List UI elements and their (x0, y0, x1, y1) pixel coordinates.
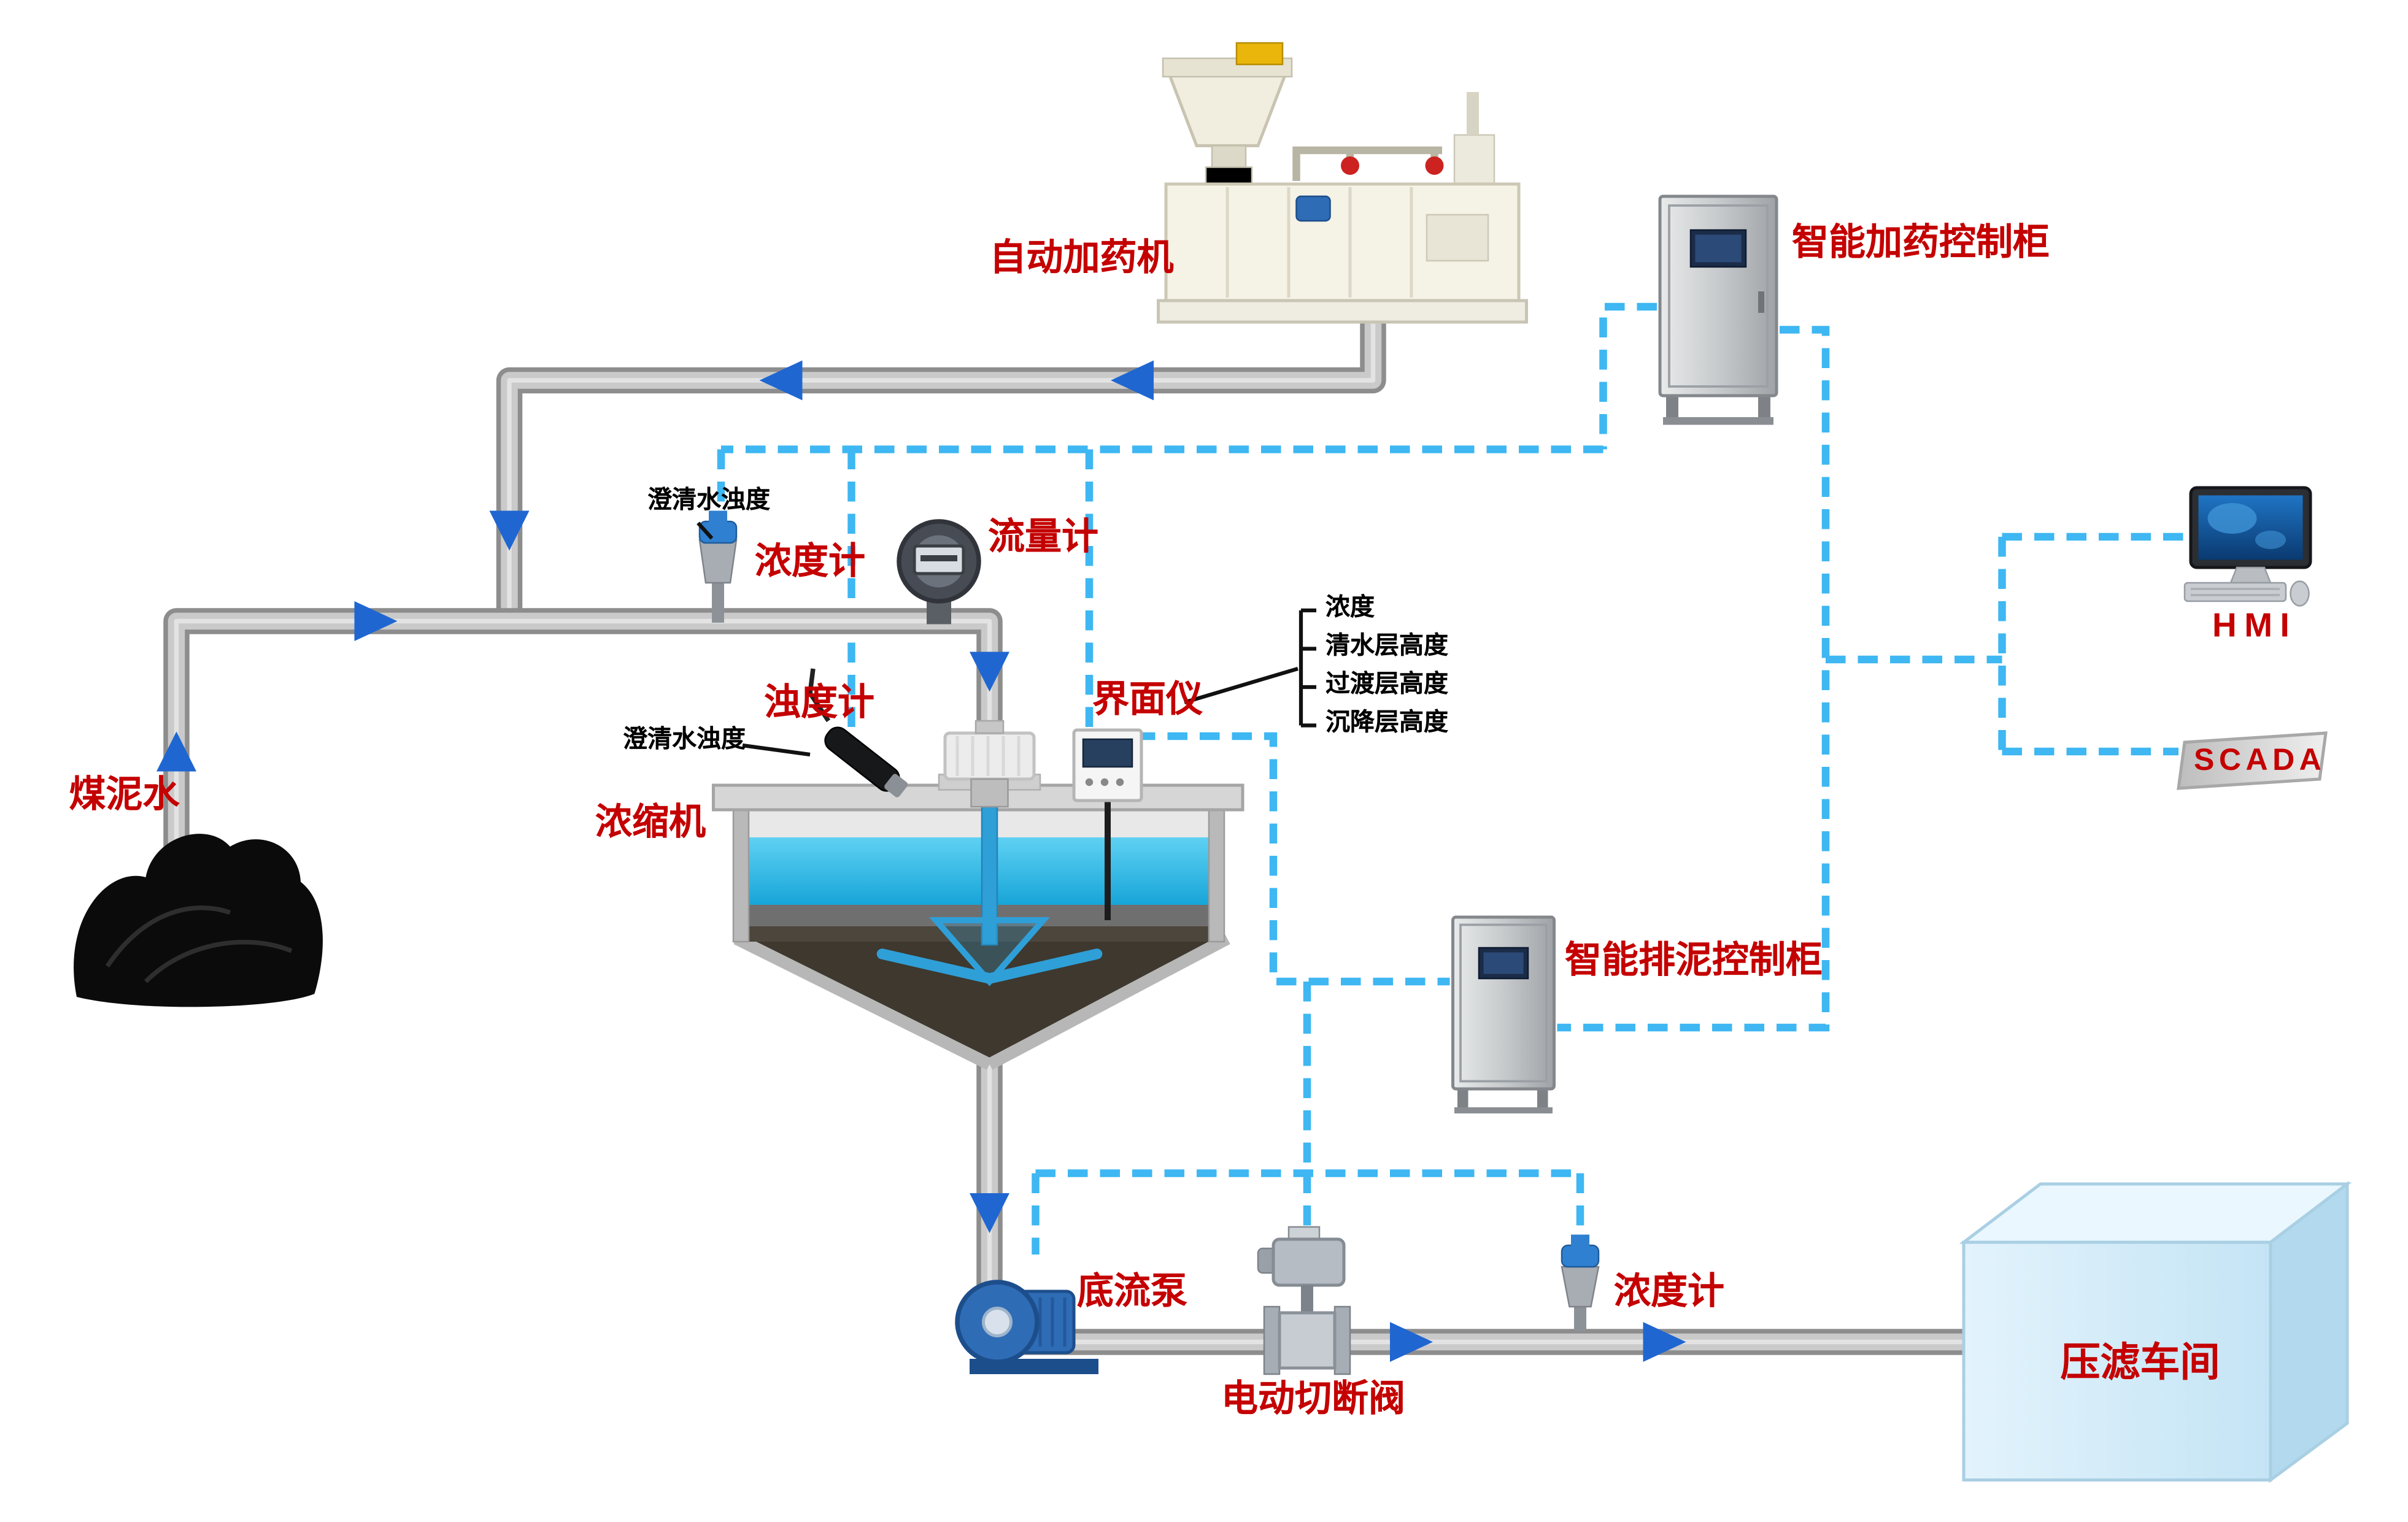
interface-meter-device (1072, 728, 1143, 920)
thickener-rake-arms (876, 948, 1103, 984)
hmi-mouse (2290, 580, 2310, 607)
flow-arrow-right-2 (1390, 1322, 1433, 1362)
label-thickener: 浓缩机 (595, 802, 706, 844)
label-interface-param-density: 浓度 (1326, 595, 1375, 621)
interface-bracket (1299, 608, 1316, 728)
signal-interface-to-sludge-cabinet (1135, 732, 1450, 986)
flow-arrows (156, 360, 1686, 1362)
leader-clarified-mid (742, 743, 811, 757)
leader-clarified-top (697, 521, 714, 540)
label-clarified-turbidity-mid: 澄清水浊度 (623, 727, 746, 753)
underflow-pump-illustration (955, 1280, 1098, 1374)
turbidity-meter-device (808, 668, 908, 798)
flow-arrow-left-1 (1111, 360, 1154, 401)
hmi-keyboard (2183, 582, 2287, 602)
label-dosing-cabinet: 智能加药控制柜 (1792, 222, 2050, 264)
thickener-impeller (928, 917, 1051, 986)
flow-arrow-down-1 (489, 510, 530, 551)
label-density-meter-top: 浓度计 (755, 541, 865, 583)
label-cutoff-valve: 电动切断阀 (1221, 1378, 1405, 1420)
label-clarified-turbidity-top: 澄清水浊度 (647, 488, 771, 514)
dosing-cabinet-illustration (1658, 194, 1778, 425)
flow-arrow-up-1 (156, 731, 196, 772)
flow-arrow-right-1 (354, 601, 398, 641)
label-hmi: HMI (2212, 605, 2298, 644)
interface-bracket-connector (1184, 667, 1299, 704)
thickener-water (749, 837, 1209, 905)
label-underflow-pump: 底流泵 (1077, 1271, 1187, 1313)
label-filter-press-shop: 压滤车间 (2060, 1339, 2220, 1385)
pipe-dosing-to-main (496, 314, 1386, 621)
flow-arrow-right-3 (1643, 1322, 1686, 1362)
label-turbidity-meter: 浊度计 (764, 682, 874, 724)
filter-press-box (1959, 1180, 2352, 1483)
signal-cabinet-right-trunk (1557, 326, 1830, 1032)
hmi-illustration (2183, 486, 2312, 607)
cutoff-valve-illustration (1257, 1226, 1351, 1375)
label-density-meter-bottom: 浓度计 (1614, 1271, 1724, 1313)
flow-meter-device (897, 519, 981, 625)
label-sludge-cabinet: 智能排泥控制柜 (1565, 940, 1823, 982)
label-interface-meter: 界面仪 (1092, 679, 1203, 721)
coal-pile-illustration (74, 834, 323, 1007)
density-meter-bottom-device (1561, 1234, 1600, 1331)
signal-dosing-cabinet-to-bus (1599, 302, 1657, 450)
annotation-lines (697, 521, 1316, 757)
flow-arrow-down-3 (970, 1193, 1009, 1233)
label-coal-slurry: 煤泥水 (69, 774, 180, 816)
label-scada: SCADA (2194, 744, 2326, 778)
thickener-illustration (712, 720, 1245, 1070)
label-interface-param-transition-layer: 过渡层高度 (1326, 672, 1449, 698)
label-interface-param-settling-layer: 沉降层高度 (1326, 710, 1449, 737)
sludge-cabinet-illustration (1451, 915, 1556, 1113)
dosing-machine-illustration (1157, 42, 1528, 324)
density-meter-top-device (698, 510, 738, 623)
label-flow-meter: 流量计 (988, 517, 1098, 558)
flow-arrow-left-2 (759, 360, 803, 401)
scada-plate (2177, 731, 2328, 790)
signal-lines (717, 302, 2186, 1255)
thickener-cone (749, 939, 1224, 1061)
label-dosing-machine: 自动加药机 (989, 237, 1174, 279)
flow-arrow-down-2 (970, 651, 1009, 692)
label-interface-param-clear-layer: 清水层高度 (1326, 633, 1449, 660)
